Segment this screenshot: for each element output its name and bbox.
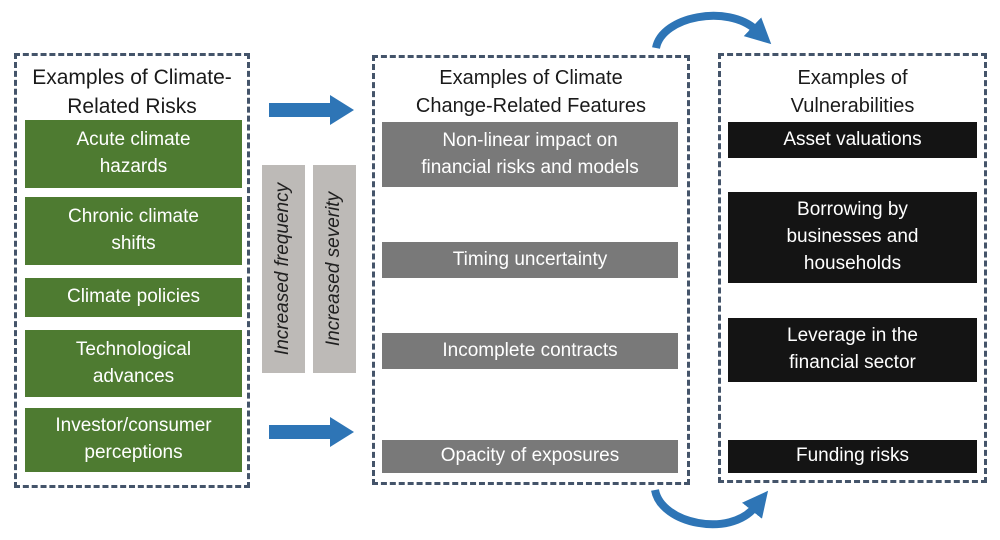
curved-arrow-bottom-icon bbox=[651, 488, 769, 529]
feature-item-incomplete-contracts: Incomplete contracts bbox=[382, 333, 678, 369]
increased-frequency-label: Increased frequency bbox=[272, 182, 294, 356]
feature-item-timing-uncertainty: Timing uncertainty bbox=[382, 242, 678, 278]
vulnerability-item-leverage: Leverage in the financial sector bbox=[728, 318, 977, 382]
vulnerabilities-panel-title: Examples of Vulnerabilities bbox=[790, 67, 915, 117]
arrow-shaft bbox=[269, 103, 330, 117]
feature-item-opacity-of-exposures: Opacity of exposures bbox=[382, 440, 678, 473]
feature-item-nonlinear-impact: Non-linear impact on financial risks and… bbox=[382, 122, 678, 187]
risk-item-climate-policies: Climate policies bbox=[25, 278, 242, 317]
risk-item-chronic-climate-shifts: Chronic climate shifts bbox=[25, 197, 242, 265]
features-panel-title: Examples of Climate Change-Related Featu… bbox=[415, 67, 647, 117]
right-arrow-bottom-icon bbox=[269, 417, 354, 447]
vulnerability-item-borrowing: Borrowing by businesses and households bbox=[728, 192, 977, 283]
risk-item-technological-advances: Technological advances bbox=[25, 330, 242, 397]
vulnerability-item-funding-risks: Funding risks bbox=[728, 440, 977, 473]
arrow-shaft bbox=[269, 425, 330, 439]
vulnerability-item-asset-valuations: Asset valuations bbox=[728, 122, 977, 158]
increased-frequency-bar: Increased frequency bbox=[262, 165, 305, 373]
increased-severity-label: Increased severity bbox=[323, 191, 345, 347]
risk-item-investor-consumer-perceptions: Investor/consumer perceptions bbox=[25, 408, 242, 472]
arrow-head bbox=[330, 95, 354, 125]
vulnerabilities-panel: Examples of Vulnerabilities Asset valuat… bbox=[718, 53, 987, 483]
arrow-head bbox=[330, 417, 354, 447]
increased-severity-bar: Increased severity bbox=[313, 165, 356, 373]
risk-item-acute-climate-hazards: Acute climate hazards bbox=[25, 120, 242, 188]
curved-arrow-top-icon bbox=[652, 11, 772, 50]
risks-panel-title: Examples of Climate- Related Risks bbox=[32, 66, 232, 119]
features-panel: Examples of Climate Change-Related Featu… bbox=[372, 55, 690, 485]
right-arrow-top-icon bbox=[269, 95, 354, 125]
risks-panel: Examples of Climate- Related Risks Acute… bbox=[14, 53, 250, 488]
